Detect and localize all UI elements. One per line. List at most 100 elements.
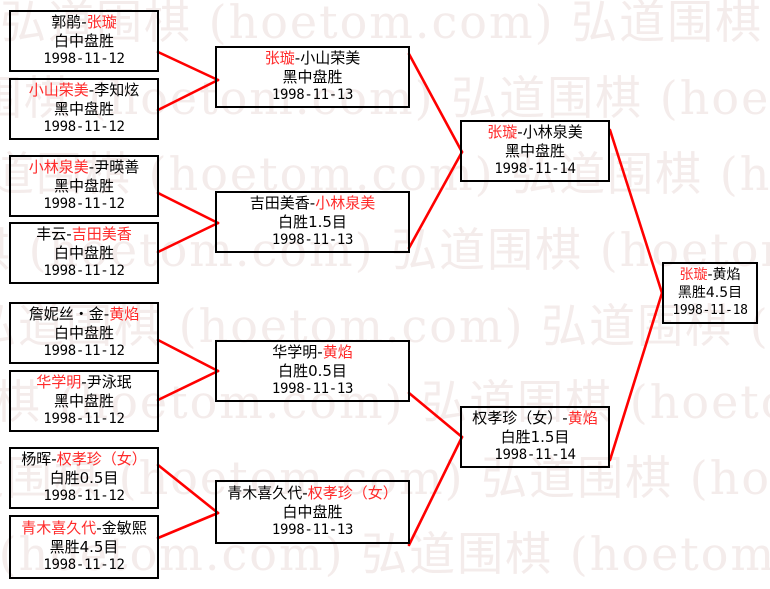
match-date: 1998-11-12 <box>43 411 125 428</box>
player-loser: 郭鹃 <box>51 12 82 31</box>
match-result: 白胜0.5目 <box>278 362 347 381</box>
match-date: 1998-11-13 <box>271 522 354 539</box>
player-separator: - <box>81 372 87 391</box>
player-loser: 小林泉美 <box>522 122 583 141</box>
match-players: 华学明-尹泳珉 <box>36 373 131 392</box>
match-result: 黑中盘胜 <box>53 392 114 411</box>
player-winner: 小山荣美 <box>28 80 89 99</box>
connector-r1m4-r2m2 <box>156 221 220 254</box>
match-date: 1998-11-12 <box>43 196 125 213</box>
match-result: 黑中盘胜 <box>53 177 114 196</box>
player-winner: 张璇 <box>264 48 295 67</box>
match-players: 权孝珍（女）-黄焰 <box>472 409 597 428</box>
player-winner: 黄焰 <box>567 408 598 427</box>
match-players: 詹妮丝・金-黄焰 <box>29 305 139 324</box>
player-winner: 张璇 <box>679 266 708 283</box>
player-loser: 詹妮丝・金 <box>28 304 104 323</box>
match-result: 白中盘胜 <box>282 503 343 522</box>
match-players: 张璇-小林泉美 <box>487 123 582 142</box>
player-separator: - <box>88 80 95 99</box>
match-date: 1998-11-12 <box>43 51 125 68</box>
match-date: 1998-11-12 <box>43 488 125 505</box>
player-loser: 权孝珍（女） <box>472 408 563 427</box>
match-players: 青木喜久代-金敏熙 <box>21 519 146 538</box>
player-separator: - <box>317 342 323 361</box>
match-result: 白胜1.5目 <box>278 213 347 232</box>
connector-r2m4-r3m2 <box>407 435 464 547</box>
player-winner: 华学明 <box>36 372 82 391</box>
match-players: 小山荣美-李知炫 <box>29 81 139 100</box>
player-winner: 青木喜久代 <box>21 518 97 537</box>
match-result: 白中盘胜 <box>53 244 114 263</box>
player-separator: - <box>88 157 95 176</box>
connector-r1m3-r2m2 <box>156 191 220 225</box>
player-loser: 黄焰 <box>712 266 741 283</box>
match-players: 小林泉美-尹暎善 <box>29 158 139 177</box>
match-result: 黑中盘胜 <box>504 142 565 161</box>
connector-r2m1-r3m1 <box>407 52 464 154</box>
match-result: 白中盘胜 <box>53 32 114 51</box>
match-result: 黑中盘胜 <box>282 68 343 87</box>
player-separator: - <box>51 449 57 468</box>
connector-r1m5-r2m3 <box>156 338 220 373</box>
player-loser: 小山荣美 <box>300 48 361 67</box>
match-players: 青木喜久代-权孝珍（女） <box>227 484 397 503</box>
match-players: 张璇-小山荣美 <box>265 49 360 68</box>
player-loser: 华学明 <box>272 342 318 361</box>
connector-r1m7-r2m4 <box>156 463 220 515</box>
player-separator: - <box>707 266 713 283</box>
player-separator: - <box>81 12 87 31</box>
match-date: 1998-11-13 <box>271 87 354 104</box>
match-result: 白胜0.5目 <box>49 469 119 488</box>
match-date: 1998-11-13 <box>271 232 354 249</box>
player-winner: 权孝珍（女） <box>307 483 398 502</box>
player-separator: - <box>302 483 308 502</box>
connector-r1m8-r2m4 <box>156 511 220 540</box>
player-separator: - <box>66 224 72 243</box>
player-separator: - <box>309 193 316 212</box>
player-loser: 尹暎善 <box>94 157 140 176</box>
match-date: 1998-11-13 <box>271 381 354 398</box>
player-loser: 金敏熙 <box>101 518 147 537</box>
player-separator: - <box>103 304 110 323</box>
match-result: 黑中盘胜 <box>53 100 114 119</box>
match-date: 1998-11-12 <box>43 557 125 574</box>
match-result: 黑胜4.5目 <box>49 538 119 557</box>
connector-r2m2-r3m1 <box>407 150 464 250</box>
match-players: 杨晖-权孝珍（女） <box>21 450 146 469</box>
connector-r3m2-final <box>608 291 664 462</box>
connector-r1m2-r2m1 <box>156 78 220 112</box>
player-loser: 尹泳珉 <box>86 372 132 391</box>
player-winner: 小林泉美 <box>315 193 376 212</box>
player-winner: 黄焰 <box>322 342 353 361</box>
connector-r1m6-r2m3 <box>156 369 220 402</box>
player-winner: 张璇 <box>487 122 518 141</box>
connector-r2m3-r3m2 <box>407 391 464 439</box>
match-players: 吉田美香-小林泉美 <box>250 194 375 213</box>
player-loser: 李知炫 <box>94 80 140 99</box>
player-winner: 黄焰 <box>109 304 140 323</box>
match-date: 1998-11-18 <box>672 302 748 318</box>
match-date: 1998-11-12 <box>43 343 125 360</box>
match-date: 1998-11-14 <box>494 161 576 178</box>
match-result: 黑胜4.5目 <box>677 284 743 301</box>
player-loser: 青木喜久代 <box>227 483 303 502</box>
player-separator: - <box>517 122 523 141</box>
match-result: 白中盘胜 <box>53 324 114 343</box>
